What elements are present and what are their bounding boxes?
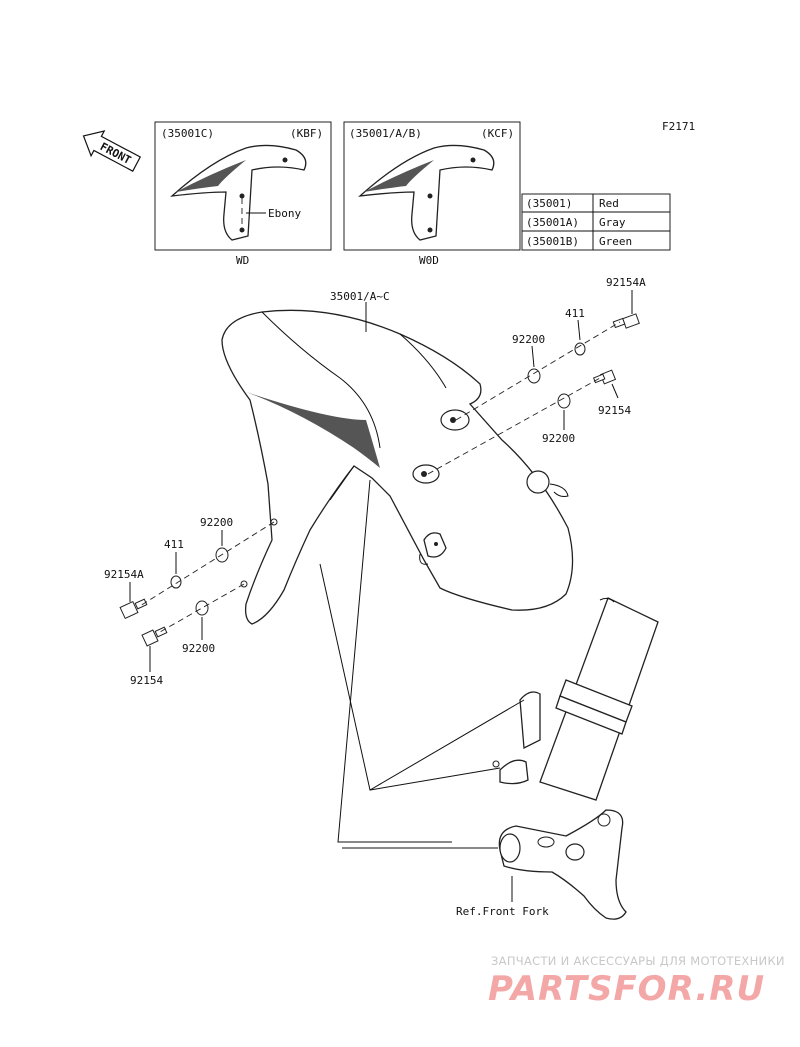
color-table-color-1: Gray (599, 216, 626, 229)
color-table-color-2: Green (599, 235, 632, 248)
inset-kcf-caption: W0D (419, 254, 439, 267)
grommet-icon (526, 470, 569, 497)
inset-kbf-fender-icon (170, 144, 307, 241)
color-table: (35001) Red (35001A) Gray (35001B) Green (521, 193, 671, 251)
front-fender-icon (221, 309, 574, 625)
inset-kcf-fender-icon (358, 144, 495, 241)
diagram-id: F2171 (662, 120, 695, 133)
inset-kbf-note: Ebony (268, 207, 301, 220)
label-411-right: 411 (565, 307, 585, 320)
front-fork-icon (492, 597, 659, 920)
color-table-code-1: (35001A) (526, 216, 579, 229)
hose-clip-icon (419, 532, 447, 565)
label-411-left: 411 (164, 538, 184, 551)
watermark-brand: PARTSFOR.RU (488, 969, 765, 1009)
label-92154a-left: 92154A (104, 568, 144, 581)
color-table-color-0: Red (599, 197, 619, 210)
bolt-92154a-right-icon (612, 313, 640, 329)
washer-92200-right-bottom-icon (557, 393, 571, 409)
label-92200-left-bottom: 92200 (182, 642, 215, 655)
inset-kbf: (35001C) (KBF) Ebony WD (154, 121, 332, 267)
inset-kcf-part-no: (35001/A/B) (349, 127, 422, 140)
watermark-subtitle: ЗАПЧАСТИ И АКСЕССУАРЫ ДЛЯ МОТОТЕХНИКИ (491, 954, 785, 968)
color-table-code-2: (35001B) (526, 235, 579, 248)
inset-kcf-variant: (KCF) (481, 127, 514, 140)
watermark-logo: ЗАПЧАСТИ И АКСЕССУАРЫ ДЛЯ МОТОТЕХНИКИ PA… (488, 954, 785, 1009)
inset-kbf-caption: WD (236, 254, 249, 267)
inset-kbf-part-no: (35001C) (161, 127, 214, 140)
color-table-code-0: (35001) (526, 197, 572, 210)
label-92200-right-bottom: 92200 (542, 432, 575, 445)
bolt-92154a-left-icon (119, 598, 148, 620)
washer-411-left-icon (170, 575, 182, 589)
label-fender: 35001/A~C (330, 290, 390, 303)
inset-kbf-variant: (KBF) (290, 127, 323, 140)
washer-411-right-icon (574, 342, 586, 356)
label-front-fork-ref: Ref.Front Fork (456, 905, 549, 918)
inset-kcf: (35001/A/B) (KCF) W0D (343, 121, 521, 267)
label-92154-left: 92154 (130, 674, 163, 687)
label-92200-left-top: 92200 (200, 516, 233, 529)
washer-92200-left-bottom-icon (195, 600, 209, 616)
bolt-92154-right-icon (592, 369, 617, 385)
washer-92200-right-top-icon (527, 368, 541, 384)
label-92200-right-top: 92200 (512, 333, 545, 346)
label-92154a-right: 92154A (606, 276, 646, 289)
front-arrow-icon: FRONT (82, 130, 142, 172)
label-92154-right: 92154 (598, 404, 631, 417)
